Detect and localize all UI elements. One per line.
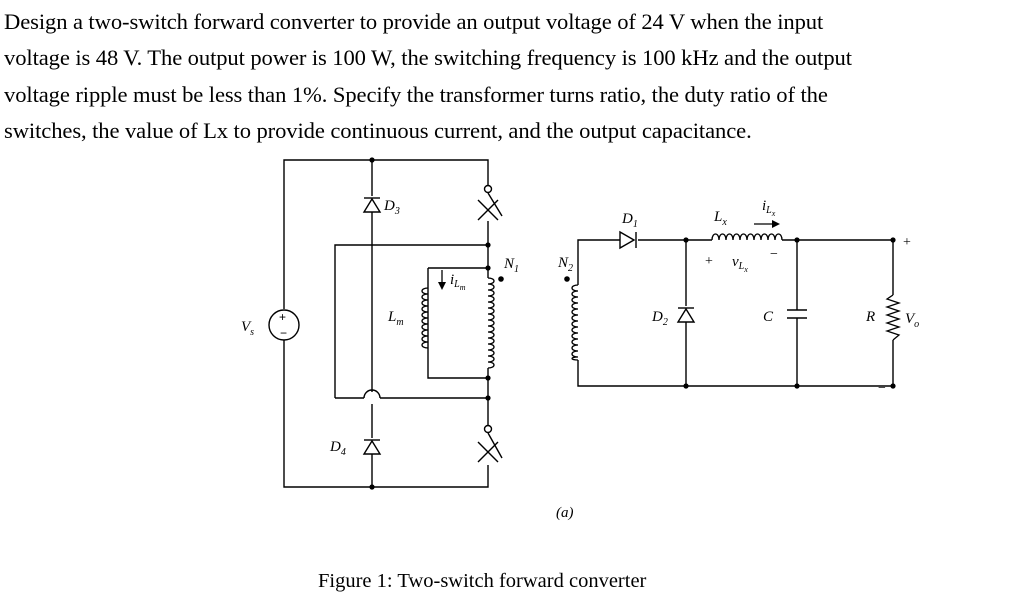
label-vs: Vs (241, 319, 254, 338)
label-vlx-minus: − (770, 247, 778, 262)
resistor-icon (884, 294, 902, 341)
switch-top-icon (477, 184, 503, 221)
switch-bottom-icon (477, 424, 503, 463)
label-d2: D2 (651, 309, 668, 328)
problem-line-2: voltage is 48 V. The output power is 100… (4, 45, 852, 71)
label-ilm: iLm (450, 272, 466, 292)
problem-line-4: switches, the value of Lx to provide con… (4, 117, 752, 143)
problem-statement: Design a two-switch forward converter to… (4, 4, 1020, 149)
label-d3: D3 (383, 198, 400, 217)
diode-d3-icon (362, 197, 382, 213)
problem-line-3: voltage ripple must be less than 1%. Spe… (4, 81, 828, 107)
inductor-lm-icon (421, 287, 429, 349)
circuit-wires (283, 159, 894, 488)
current-arrow-ilm-icon (438, 270, 446, 290)
label-d4: D4 (329, 439, 346, 458)
voltage-source-icon: + − (268, 309, 300, 341)
polarity-dots (498, 276, 570, 282)
secondary-winding-icon (571, 284, 579, 361)
label-n1: N1 (503, 256, 519, 275)
problem-line-1: Design a two-switch forward converter to… (4, 9, 824, 34)
primary-winding-icon (487, 277, 495, 369)
circuit-labels: Vs D3 D4 Lm iLm N1 N2 D1 D2 Lx iLx vLx +… (241, 198, 919, 521)
label-vo-minus: − (878, 381, 886, 396)
label-lx: Lx (713, 209, 727, 228)
label-r: R (865, 309, 875, 325)
label-vo-plus: + (903, 235, 911, 250)
label-d1: D1 (621, 211, 638, 230)
junction-dots (369, 157, 896, 490)
wire-bottom (283, 340, 489, 488)
diode-d2-icon (676, 307, 696, 323)
wire-top (283, 159, 489, 309)
label-c: C (763, 309, 774, 325)
diode-d4-icon (362, 439, 382, 455)
inductor-lx-icon (711, 233, 783, 241)
diode-d1-icon (619, 230, 637, 250)
current-arrow-ilx-icon (754, 220, 780, 228)
label-n2: N2 (557, 255, 573, 274)
label-vlx: vLx (732, 254, 748, 274)
source-minus-sign: − (280, 326, 287, 340)
source-plus-sign: + (279, 310, 286, 324)
label-lm: Lm (387, 309, 404, 328)
panel-label: (a) (556, 505, 574, 521)
label-vlx-plus: + (705, 254, 713, 269)
label-ilx: iLx (762, 198, 776, 218)
figure-caption: Figure 1: Two-switch forward converter (318, 570, 647, 592)
label-vo: Vo (905, 311, 919, 330)
